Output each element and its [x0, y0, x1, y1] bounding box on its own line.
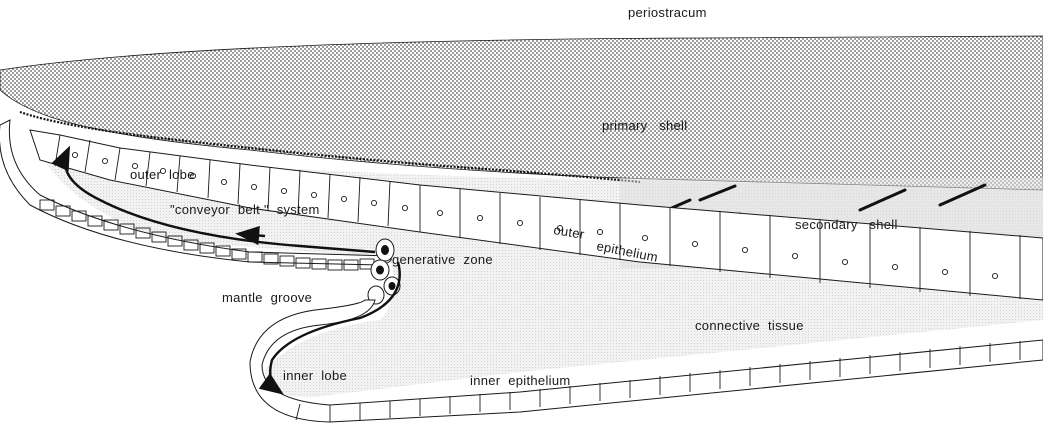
label-inner-epithelium: inner epithelium — [470, 373, 571, 388]
label-outer-lobe: outer lobe — [130, 167, 195, 182]
label-connective-tissue: connective tissue — [695, 318, 804, 333]
label-conveyor-belt: "conveyor belt " system — [170, 202, 320, 217]
label-periostracum: periostracum — [628, 5, 707, 20]
label-primary-shell: primary shell — [602, 118, 687, 133]
label-secondary-shell: secondary shell — [795, 217, 898, 232]
label-generative-zone: generative zone — [392, 252, 493, 267]
label-mantle-groove: mantle groove — [222, 290, 312, 305]
label-inner-lobe: inner lobe — [283, 368, 347, 383]
